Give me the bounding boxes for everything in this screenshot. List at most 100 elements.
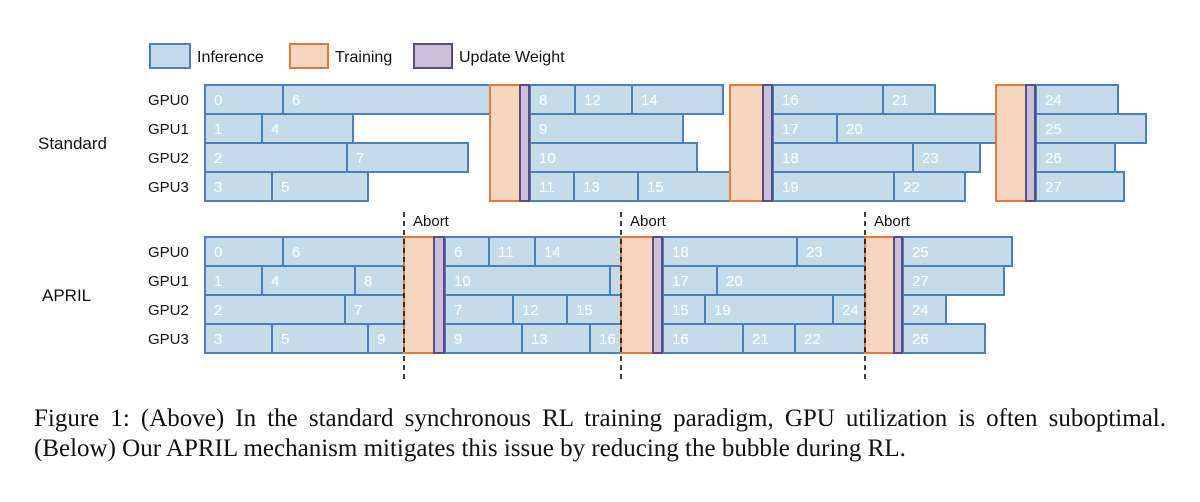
update-weight-block (893, 236, 903, 354)
task-id: 9 (539, 121, 547, 138)
abort-label: Abort (630, 213, 667, 230)
training-block (489, 84, 521, 202)
figure-caption: Figure 1: (Above) In the standard synchr… (34, 405, 1166, 462)
inference-block (794, 323, 866, 354)
gpu-label-gpu3: GPU3 (148, 331, 189, 348)
training-block (864, 236, 895, 354)
legend-swatch-training (289, 43, 329, 69)
task-id: 13 (531, 331, 548, 348)
task-id: 9 (377, 331, 385, 348)
update-weight-block (519, 84, 530, 202)
legend-label-inference: Inference (197, 49, 264, 66)
task-id: 1 (214, 273, 222, 290)
task-id: 6 (454, 244, 462, 261)
legend-label-training: Training (335, 49, 392, 66)
section-label: APRIL (42, 286, 91, 305)
task-id: 10 (454, 273, 471, 290)
inference-block (529, 113, 684, 144)
inference-block (882, 84, 936, 115)
task-id: 7 (356, 150, 364, 167)
task-id: 13 (583, 179, 600, 196)
task-id: 5 (281, 179, 289, 196)
task-id: 22 (804, 331, 821, 348)
task-id: 8 (364, 273, 372, 290)
task-id: 20 (726, 273, 743, 290)
task-id: 24 (842, 302, 859, 319)
task-id: 12 (584, 92, 601, 109)
task-id: 25 (912, 244, 929, 261)
update-weight-block (652, 236, 663, 354)
task-id: 16 (672, 331, 689, 348)
task-id: 17 (672, 273, 689, 290)
inference-block (444, 236, 490, 267)
inference-block (893, 171, 966, 202)
task-id: 22 (903, 179, 920, 196)
task-id: 25 (1045, 121, 1062, 138)
inference-block (204, 294, 346, 325)
task-id: 16 (782, 92, 799, 109)
task-id: 3 (214, 179, 222, 196)
inference-block (444, 294, 514, 325)
task-id: 11 (539, 179, 555, 196)
task-id: 19 (714, 302, 731, 319)
inference-block (282, 84, 491, 115)
task-id: 4 (271, 273, 279, 290)
task-id: 1 (214, 121, 222, 138)
gpu-label-gpu2: GPU2 (148, 302, 189, 319)
task-id: 0 (214, 92, 222, 109)
task-id: 6 (292, 92, 300, 109)
update-weight-block (762, 84, 773, 202)
inference-block (796, 236, 866, 267)
task-id: 3 (214, 331, 222, 348)
abort-label: Abort (874, 213, 911, 230)
task-id: 18 (782, 150, 799, 167)
inference-block (609, 265, 622, 296)
gpu-label-gpu0: GPU0 (148, 92, 189, 109)
inference-block (282, 236, 405, 267)
task-id: 4 (271, 121, 279, 138)
inference-block (529, 142, 698, 173)
legend-swatch-inference (149, 43, 191, 69)
task-id: 21 (752, 331, 769, 348)
task-id: 24 (912, 302, 929, 319)
inference-block (742, 323, 796, 354)
training-block (729, 84, 764, 202)
training-block (995, 84, 1027, 202)
task-id: 15 (576, 302, 593, 319)
task-id: 8 (539, 92, 547, 109)
gpu-label-gpu1: GPU1 (148, 273, 189, 290)
inference-block (662, 323, 744, 354)
task-id: 2 (214, 150, 222, 167)
inference-block (589, 323, 622, 354)
inference-block (772, 142, 914, 173)
inference-block (521, 323, 591, 354)
training-block (620, 236, 654, 354)
inference-block (204, 236, 284, 267)
task-id: 5 (281, 331, 289, 348)
task-id: 12 (522, 302, 539, 319)
inference-block (204, 265, 263, 296)
task-id: 15 (672, 302, 689, 319)
task-id: 11 (498, 244, 514, 261)
training-block (403, 236, 435, 354)
inference-block (444, 265, 611, 296)
task-id: 18 (672, 244, 689, 261)
task-id: 17 (782, 121, 799, 138)
inference-block (1035, 171, 1125, 202)
inference-block (637, 171, 731, 202)
task-id: 7 (454, 302, 462, 319)
task-id: 14 (544, 244, 561, 261)
task-id: 24 (1045, 92, 1062, 109)
task-id: 20 (846, 121, 863, 138)
inference-block (271, 171, 369, 202)
task-id: 0 (214, 244, 222, 261)
legend-label-update: Update Weight (459, 49, 565, 66)
task-id: 9 (454, 331, 462, 348)
task-id: 14 (641, 92, 658, 109)
task-id: 26 (1045, 150, 1062, 167)
update-weight-block (1025, 84, 1036, 202)
legend: Inference Training Update Weight (149, 43, 565, 69)
